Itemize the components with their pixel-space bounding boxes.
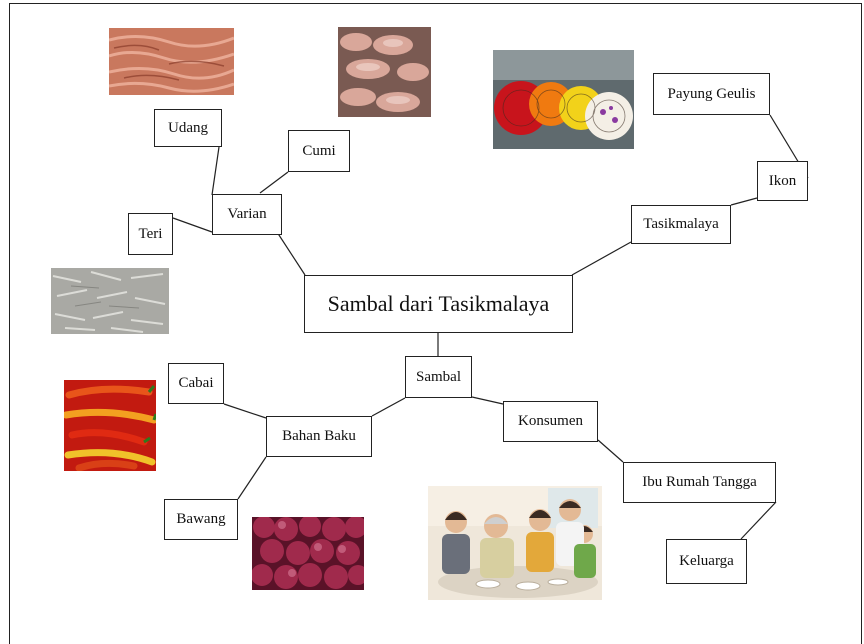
link-bahanbaku-cabai bbox=[223, 403, 267, 419]
link-sambal-bahanbaku bbox=[371, 397, 406, 417]
node-cumi: Cumi bbox=[288, 130, 350, 172]
link-central-varian bbox=[276, 231, 306, 276]
link-varian-cumi bbox=[259, 171, 289, 194]
link-varian-udang bbox=[211, 146, 220, 196]
anchovy-photo bbox=[51, 268, 169, 334]
chili-photo bbox=[64, 380, 156, 471]
shallot-photo bbox=[252, 517, 364, 590]
connector-lines bbox=[172, 114, 809, 540]
link-ibu-keluarga bbox=[740, 501, 777, 540]
node-teri: Teri bbox=[128, 213, 173, 255]
link-bahanbaku-bawang bbox=[237, 456, 267, 500]
link-sambal-konsumen bbox=[471, 396, 504, 405]
node-cabai: Cabai bbox=[168, 363, 224, 404]
link-tasikmalaya-ikon bbox=[730, 197, 758, 206]
shrimp-photo bbox=[109, 28, 234, 95]
umbrella-photo bbox=[493, 50, 634, 149]
node-konsumen: Konsumen bbox=[503, 401, 598, 442]
node-payung-geulis: Payung Geulis bbox=[653, 73, 770, 115]
node-bahan-baku: Bahan Baku bbox=[266, 416, 372, 457]
link-varian-teri bbox=[172, 217, 213, 233]
node-varian: Varian bbox=[212, 194, 282, 235]
link-central-tasikmalaya bbox=[571, 241, 632, 276]
figure-frame bbox=[9, 3, 862, 644]
family-photo bbox=[428, 486, 602, 600]
node-bawang: Bawang bbox=[164, 499, 238, 540]
node-tasikmalaya: Tasikmalaya bbox=[631, 205, 731, 244]
link-konsumen-ibu bbox=[597, 439, 624, 463]
node-ikon: Ikon bbox=[757, 161, 808, 201]
node-sambal: Sambal bbox=[405, 356, 472, 398]
node-ibu-rumah-tangga: Ibu Rumah Tangga bbox=[623, 462, 776, 503]
central-node: Sambal dari Tasikmalaya bbox=[304, 275, 573, 333]
squid-photo bbox=[338, 27, 431, 117]
node-udang: Udang bbox=[154, 109, 222, 147]
node-keluarga: Keluarga bbox=[666, 539, 747, 584]
